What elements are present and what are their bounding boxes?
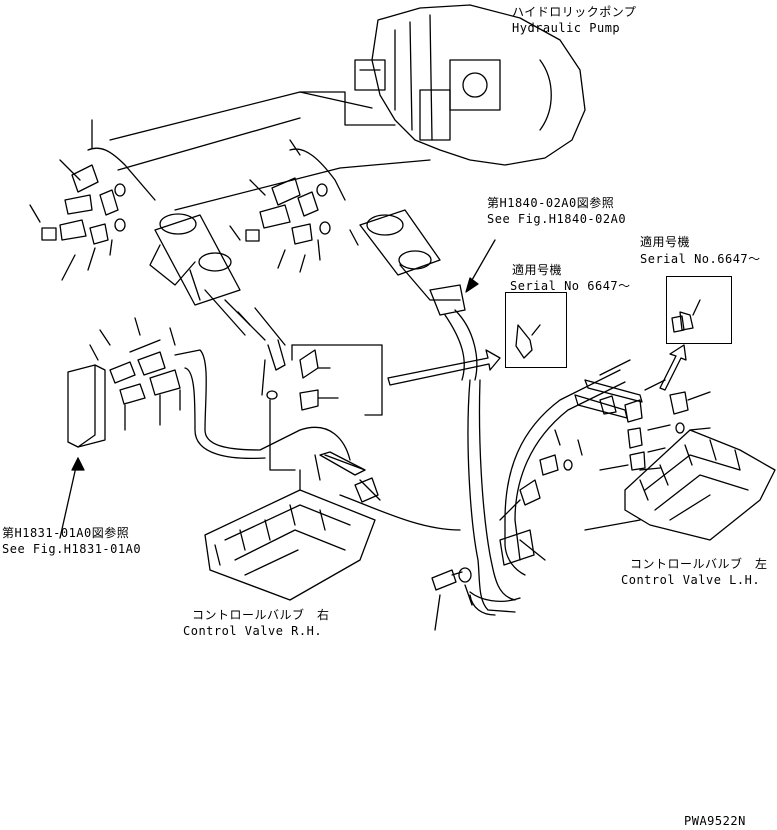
pump-label-jp: ハイドロリックポンプ: [512, 5, 637, 19]
middle-pipe-assembly: [359, 209, 478, 381]
arrow-right: [387, 349, 501, 386]
right-cv-hoses: [174, 349, 461, 531]
serial-box-right: [671, 299, 701, 333]
left-fittings: [29, 119, 156, 281]
drawing-number: PWA9522N: [684, 814, 746, 828]
left-pipe-assembly: [149, 213, 286, 400]
middle-fittings: [229, 139, 359, 273]
left-bracket: [59, 317, 181, 539]
serial-box-mid: [515, 324, 541, 359]
serial-b-en: Serial No 6647～: [510, 279, 631, 293]
right-fittings: [574, 359, 711, 531]
detail-box-mid: [291, 344, 383, 416]
reference-lines: [109, 91, 431, 211]
serial-a-en: Serial No.6647～: [640, 252, 761, 266]
serial-a-jp: 適用号機: [640, 235, 691, 249]
control-valve-lh: [624, 429, 776, 541]
leader-h1840: [465, 239, 496, 293]
cv-lh-jp: コントロールバルブ 左: [630, 557, 768, 571]
serial-b-jp: 適用号機: [512, 263, 563, 277]
ref-h1831-en: See Fig.H1831-01A0: [2, 542, 142, 556]
pump-label-en: Hydraulic Pump: [512, 21, 621, 35]
ref-h1840-jp: 第H1840-02A0図参照: [487, 196, 615, 210]
serial-box-mid-frame: [505, 292, 567, 368]
ref-h1840-en: See Fig.H1840-02A0: [487, 212, 627, 226]
arrow-up: [659, 344, 687, 391]
serial-box-right-frame: [666, 276, 732, 344]
cv-rh-jp: コントロールバルブ 右: [192, 608, 330, 622]
cv-lh-en: Control Valve L.H.: [621, 573, 761, 587]
cv-rh-en: Control Valve R.H.: [183, 624, 323, 638]
control-valve-rh: [204, 469, 376, 601]
left-cv-hoses: [467, 369, 626, 616]
bolt-washer: [431, 539, 546, 631]
hydraulic-pump: [354, 4, 586, 166]
ref-h1831-jp: 第H1831-01A0図参照: [2, 526, 130, 540]
